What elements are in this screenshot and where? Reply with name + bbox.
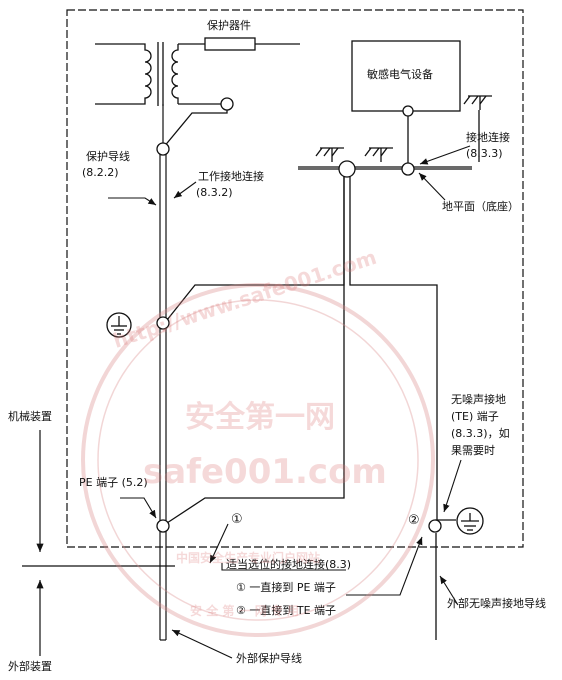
chassis-ground-symbols bbox=[315, 95, 492, 162]
ground-plane-label: 地平面（底座） bbox=[442, 200, 519, 213]
sensitive-equipment-label: 敏感电气设备 bbox=[367, 68, 433, 81]
machine-enclosure bbox=[66, 9, 524, 548]
noiseless-terminal-line3: (8.3.3)，如 bbox=[451, 427, 510, 440]
external-protective-label: 外部保护导线 bbox=[236, 652, 302, 665]
pe-terminal-label: PE 端子 (5.2) bbox=[79, 476, 148, 489]
watermark-main-cn: 安全第一网 bbox=[185, 400, 335, 435]
working-ground-ref: (8.3.2) bbox=[196, 186, 233, 199]
machine-equipment-label: 机械装置 bbox=[8, 410, 52, 423]
legend-two: ② 一直接到 TE 端子 bbox=[236, 604, 337, 617]
working-ground-label: 工作接地连接 bbox=[198, 170, 264, 183]
watermark bbox=[81, 283, 435, 637]
pe-conductor bbox=[159, 104, 167, 641]
ground-connection-label: 接地连接 bbox=[466, 131, 510, 144]
chosen-ground-label: 适当选位的接地连接(8.3) bbox=[226, 558, 352, 571]
connection-nodes bbox=[156, 97, 442, 533]
marker-one: ① bbox=[231, 512, 243, 527]
transformer-symbol bbox=[95, 42, 300, 106]
protective-conductor-label: 保护导线 bbox=[86, 150, 130, 163]
leader-lines bbox=[108, 145, 471, 659]
watermark-main-en: safe001.com bbox=[143, 452, 387, 492]
ground-connection-ref: (8.3.3) bbox=[466, 147, 503, 160]
noiseless-terminal-line2: (TE) 端子 bbox=[451, 410, 499, 423]
watermark-sub2-cn: 安 全 第 一 网 专 用 bbox=[190, 604, 300, 618]
protective-device-label: 保护器件 bbox=[207, 19, 251, 32]
sensitive-equipment-box bbox=[351, 40, 461, 112]
external-equipment-label: 外部装置 bbox=[8, 660, 52, 673]
noiseless-terminal-line4: 果需要时 bbox=[451, 444, 495, 457]
external-noiseless-label: 外部无噪声接地导线 bbox=[447, 597, 546, 610]
earth-symbols bbox=[106, 312, 484, 535]
external-boundary bbox=[22, 430, 175, 656]
noiseless-terminal-line1: 无噪声接地 bbox=[451, 393, 506, 406]
protective-conductor-ref: (8.2.2) bbox=[82, 166, 119, 179]
watermark-sub-cn: 中国安全生产专业门户网站 bbox=[176, 551, 321, 565]
marker-two: ② bbox=[408, 513, 420, 528]
protective-device-symbol bbox=[204, 37, 256, 51]
legend-one: ① 一直接到 PE 端子 bbox=[236, 581, 336, 594]
